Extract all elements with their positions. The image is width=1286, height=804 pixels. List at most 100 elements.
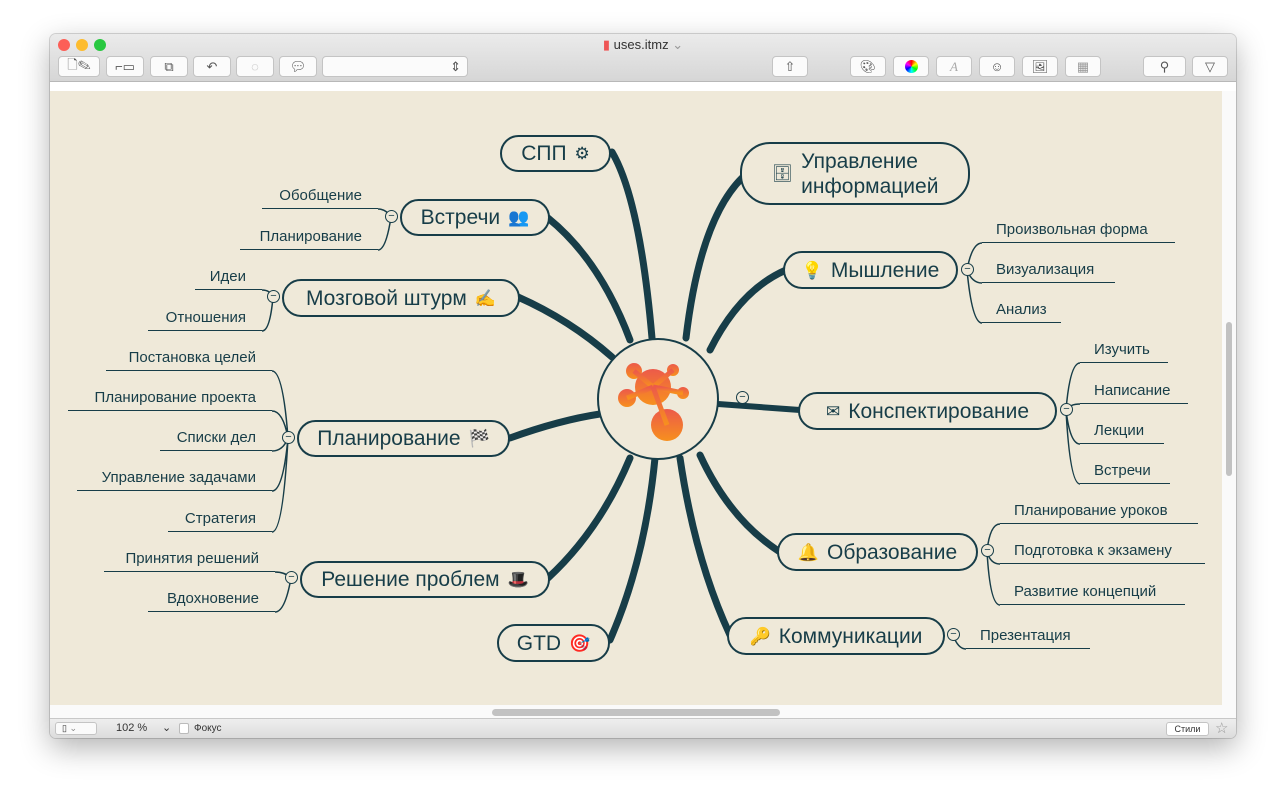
leaf-topic[interactable]: Планирование проекта: [68, 388, 272, 411]
image-button[interactable]: 🖼︎: [1022, 56, 1058, 77]
fonts-button[interactable]: A: [936, 56, 972, 77]
center-collapse-toggle[interactable]: −: [736, 391, 749, 404]
topic-label: Конспектирование: [848, 399, 1030, 423]
leaf-topic[interactable]: Списки дел: [160, 428, 272, 451]
leaf-topic[interactable]: Презентация: [966, 626, 1090, 649]
relationship-arrow-icon: ↶: [206, 58, 218, 74]
zoom-chevron-icon[interactable]: ⌄: [162, 722, 172, 734]
zoom-button[interactable]: [94, 39, 106, 51]
document-edit-icon: 🗋✎: [67, 56, 91, 72]
topic-spp[interactable]: СПП⚙: [500, 135, 611, 172]
colors-button[interactable]: [893, 56, 929, 77]
star-icon[interactable]: ☆: [1215, 720, 1229, 737]
topic-plan[interactable]: Планирование🏁: [297, 420, 510, 457]
leaf-topic[interactable]: Стратегия: [168, 509, 272, 532]
search-button[interactable]: ⚲: [1143, 56, 1186, 77]
branch-plan: [506, 410, 604, 442]
style-select[interactable]: ⇕: [322, 56, 468, 77]
calendar-button[interactable]: ▦: [1065, 56, 1101, 77]
filter-icon: ▽: [1205, 58, 1215, 74]
collapse-toggle[interactable]: −: [285, 571, 298, 584]
filter-button[interactable]: ▽: [1192, 56, 1228, 77]
leaf-topic[interactable]: Анализ: [982, 300, 1061, 323]
topic-label: Управление: [801, 149, 918, 173]
zoom-level[interactable]: 102 %: [116, 722, 148, 734]
vertical-scroll-thumb[interactable]: [1226, 322, 1232, 476]
canvas-top-strip: [50, 82, 1236, 91]
collapse-toggle[interactable]: −: [385, 210, 398, 223]
collapse-toggle[interactable]: −: [267, 290, 280, 303]
collapse-toggle[interactable]: −: [1060, 403, 1073, 416]
topic-label-line2: информацией: [801, 174, 939, 198]
close-button[interactable]: [58, 39, 70, 51]
new-document-button[interactable]: 🗋✎: [58, 56, 100, 77]
search-icon: ⚲: [1159, 58, 1170, 74]
leaf-topic[interactable]: Отношения: [148, 308, 262, 331]
leaf-topic[interactable]: Обобщение: [262, 186, 378, 209]
font-icon: A: [950, 58, 958, 74]
leaf-topic[interactable]: Подготовка к экзамену: [1000, 541, 1205, 564]
leaf-topic[interactable]: Визуализация: [982, 260, 1115, 283]
leaf-topic[interactable]: Планирование уроков: [1000, 501, 1198, 524]
collapse-toggle[interactable]: −: [947, 628, 960, 641]
topic-brain[interactable]: Мозговой штурм✍: [282, 279, 520, 317]
topic-gtd[interactable]: GTD🎯: [497, 624, 610, 662]
topic-meet[interactable]: Встречи👥: [400, 199, 550, 236]
calendar-icon: ▦: [1076, 58, 1090, 74]
collapse-toggle[interactable]: −: [961, 263, 974, 276]
horizontal-scrollbar[interactable]: [50, 705, 1236, 718]
emoji-button[interactable]: ☺: [979, 56, 1015, 77]
topic-edu[interactable]: 🔔Образование: [777, 533, 978, 571]
palette-icon: 🎨︎: [859, 58, 877, 74]
status-bar: ▯ ⌄ 102 % ⌄ Фокус Стили ☆: [50, 718, 1236, 738]
leaf-topic[interactable]: Лекции: [1080, 421, 1164, 444]
leaf-topic[interactable]: Идеи: [195, 267, 262, 290]
sidebar-icon: ▯: [62, 723, 67, 733]
callout-button[interactable]: 💬︎: [279, 56, 317, 77]
vertical-scrollbar[interactable]: [1222, 91, 1236, 705]
add-child-button[interactable]: ⌐▭: [106, 56, 144, 77]
share-icon: ⇧: [784, 58, 796, 74]
smiley-icon: ☺: [990, 59, 1004, 74]
branch-comm: [676, 454, 734, 639]
central-topic[interactable]: [597, 338, 719, 460]
checkered-flag-icon: 🏁: [468, 429, 490, 448]
leaf-topic[interactable]: Встречи: [1080, 461, 1170, 484]
topic-prob[interactable]: Решение проблем🎩: [300, 561, 550, 598]
styles-palette-button[interactable]: 🎨︎: [850, 56, 886, 77]
add-sibling-button[interactable]: ⧉: [150, 56, 188, 77]
leaf-topic[interactable]: Вдохновение: [148, 589, 275, 612]
leaf-topic[interactable]: Написание: [1080, 381, 1188, 404]
topic-label: Встречи: [420, 206, 501, 229]
chevron-down-icon: ⌄: [69, 723, 78, 733]
sidebar-toggle-button[interactable]: ▯ ⌄: [55, 722, 97, 735]
leaf-topic[interactable]: Изучить: [1080, 340, 1168, 363]
horizontal-scroll-thumb[interactable]: [492, 709, 780, 716]
topic-comm[interactable]: 🔑Коммуникации: [727, 617, 945, 655]
topic-label: GTD: [516, 631, 562, 655]
leaf-topic[interactable]: Планирование: [240, 227, 378, 250]
collapse-toggle[interactable]: −: [981, 544, 994, 557]
topic-think[interactable]: 💡Мышление: [783, 251, 958, 289]
file-icon: ▮: [602, 37, 611, 52]
share-button[interactable]: ⇧: [772, 56, 808, 77]
topic-notes[interactable]: ✉Конспектирование: [798, 392, 1057, 430]
leaf-topic[interactable]: Произвольная форма: [982, 220, 1175, 243]
relationship-button[interactable]: ↶: [193, 56, 231, 77]
leaf-topic[interactable]: Принятия решений: [104, 549, 275, 572]
leaf-topic[interactable]: Развитие концепций: [1000, 582, 1185, 605]
bell-icon: 🔔: [797, 542, 819, 562]
color-wheel-icon: [904, 60, 918, 73]
minimize-button[interactable]: [76, 39, 88, 51]
boundary-button[interactable]: ◌: [236, 56, 274, 77]
leaf-topic[interactable]: Постановка целей: [106, 348, 272, 371]
focus-checkbox[interactable]: [179, 723, 189, 734]
leaf-topic[interactable]: Управление задачами: [77, 468, 272, 491]
key-icon: 🔑: [749, 626, 771, 646]
branch-spp: [608, 148, 656, 342]
collapse-toggle[interactable]: −: [282, 431, 295, 444]
window-title[interactable]: ▮ uses.itmz ⌄: [50, 37, 1236, 53]
styles-button[interactable]: Стили: [1166, 722, 1209, 736]
